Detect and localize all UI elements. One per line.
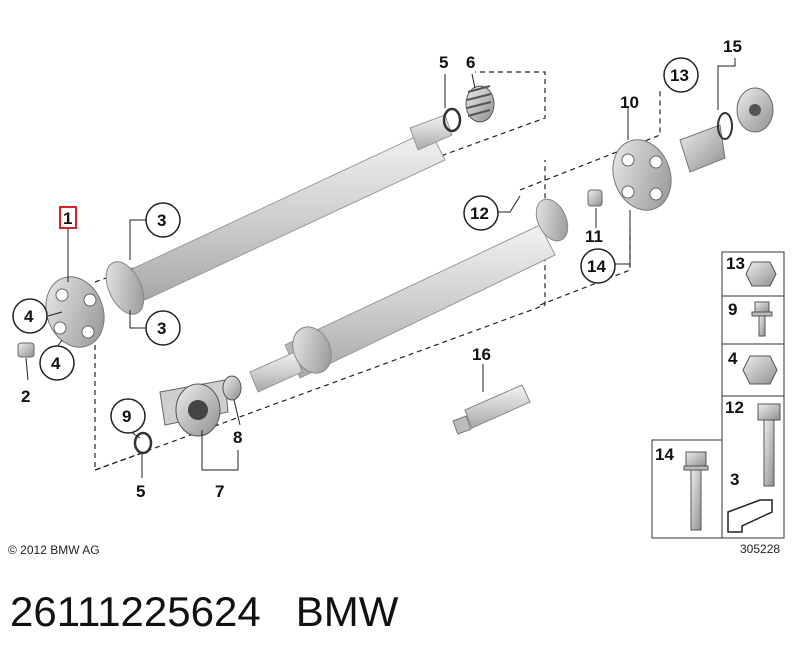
legend-fastener-icons — [683, 261, 781, 533]
callout-3b[interactable]: 3 — [157, 319, 166, 338]
callout-10[interactable]: 10 — [620, 93, 639, 112]
callout-8[interactable]: 8 — [233, 428, 242, 447]
callout-3a[interactable]: 3 — [157, 211, 166, 230]
callout-6[interactable]: 6 — [466, 53, 475, 72]
callout-9-circle[interactable] — [110, 398, 146, 434]
bushing — [17, 342, 35, 358]
callouts: 1 3 4 3 4 2 5 6 9 5 7 8 12 11 14 10 13 1… — [12, 37, 742, 501]
callout-4b[interactable]: 4 — [51, 354, 61, 373]
callout-13[interactable]: 13 — [670, 66, 689, 85]
grease-tube — [452, 384, 531, 435]
flex-disc-right — [612, 139, 672, 211]
callout-2[interactable]: 2 — [21, 387, 30, 406]
legend-14: 14 — [655, 445, 674, 464]
callout-16[interactable]: 16 — [472, 345, 491, 364]
output-flange — [679, 87, 774, 173]
legend-labels: 13 9 4 12 14 3 — [655, 254, 745, 489]
center-bearing — [159, 379, 229, 437]
legend-13: 13 — [726, 254, 745, 273]
callout-4a-circle[interactable] — [12, 298, 48, 334]
front-drive-shaft — [105, 114, 453, 315]
callout-9[interactable]: 9 — [122, 407, 131, 426]
brand-name: BMW — [295, 588, 399, 635]
callout-3a-circle[interactable] — [145, 202, 181, 238]
bearing-ring — [222, 375, 242, 401]
callout-1-highlight[interactable] — [59, 206, 77, 229]
callout-15[interactable]: 15 — [723, 37, 742, 56]
callout-12[interactable]: 12 — [470, 204, 489, 223]
callout-4b-circle[interactable] — [39, 345, 75, 381]
copyright: © 2012 BMW AG — [8, 543, 100, 557]
callout-7[interactable]: 7 — [215, 482, 224, 501]
small-sleeve — [587, 189, 603, 207]
legend-4: 4 — [728, 349, 738, 368]
callout-leaders — [25, 58, 736, 478]
callout-5b[interactable]: 5 — [136, 482, 145, 501]
callout-11[interactable]: 11 — [585, 227, 603, 246]
sleeve-top — [465, 85, 495, 123]
assembly-outline-rear — [519, 90, 661, 306]
callout-12-circle[interactable] — [463, 195, 499, 231]
o-ring-bottom — [133, 431, 153, 455]
callout-14[interactable]: 14 — [587, 257, 606, 276]
torx-bolt-icon — [683, 451, 709, 531]
callout-1[interactable]: 1 — [63, 209, 72, 228]
flange-bolt-icon — [751, 301, 773, 337]
rear-drive-shaft — [249, 198, 569, 393]
fastener-legend — [651, 251, 785, 539]
part-number: 26111225624 — [10, 588, 261, 635]
flex-disc-left — [45, 276, 105, 348]
callout-13-circle[interactable] — [663, 57, 699, 93]
callout-4a[interactable]: 4 — [24, 307, 34, 326]
legend-9: 9 — [728, 300, 737, 319]
hex-bolt-icon — [757, 403, 781, 487]
arrow-icon — [727, 499, 773, 533]
o-ring-top — [442, 107, 462, 133]
callout-3b-circle[interactable] — [145, 310, 181, 346]
hex-flange-nut-icon — [745, 261, 777, 287]
callout-14-circle[interactable] — [580, 248, 616, 284]
part-number-caption: 26111225624 BMW — [10, 588, 398, 636]
diagram-id: 305228 — [740, 542, 780, 556]
legend-12: 12 — [725, 398, 744, 417]
callout-5a[interactable]: 5 — [439, 53, 448, 72]
legend-3: 3 — [730, 470, 739, 489]
hex-nut-icon — [742, 355, 778, 385]
